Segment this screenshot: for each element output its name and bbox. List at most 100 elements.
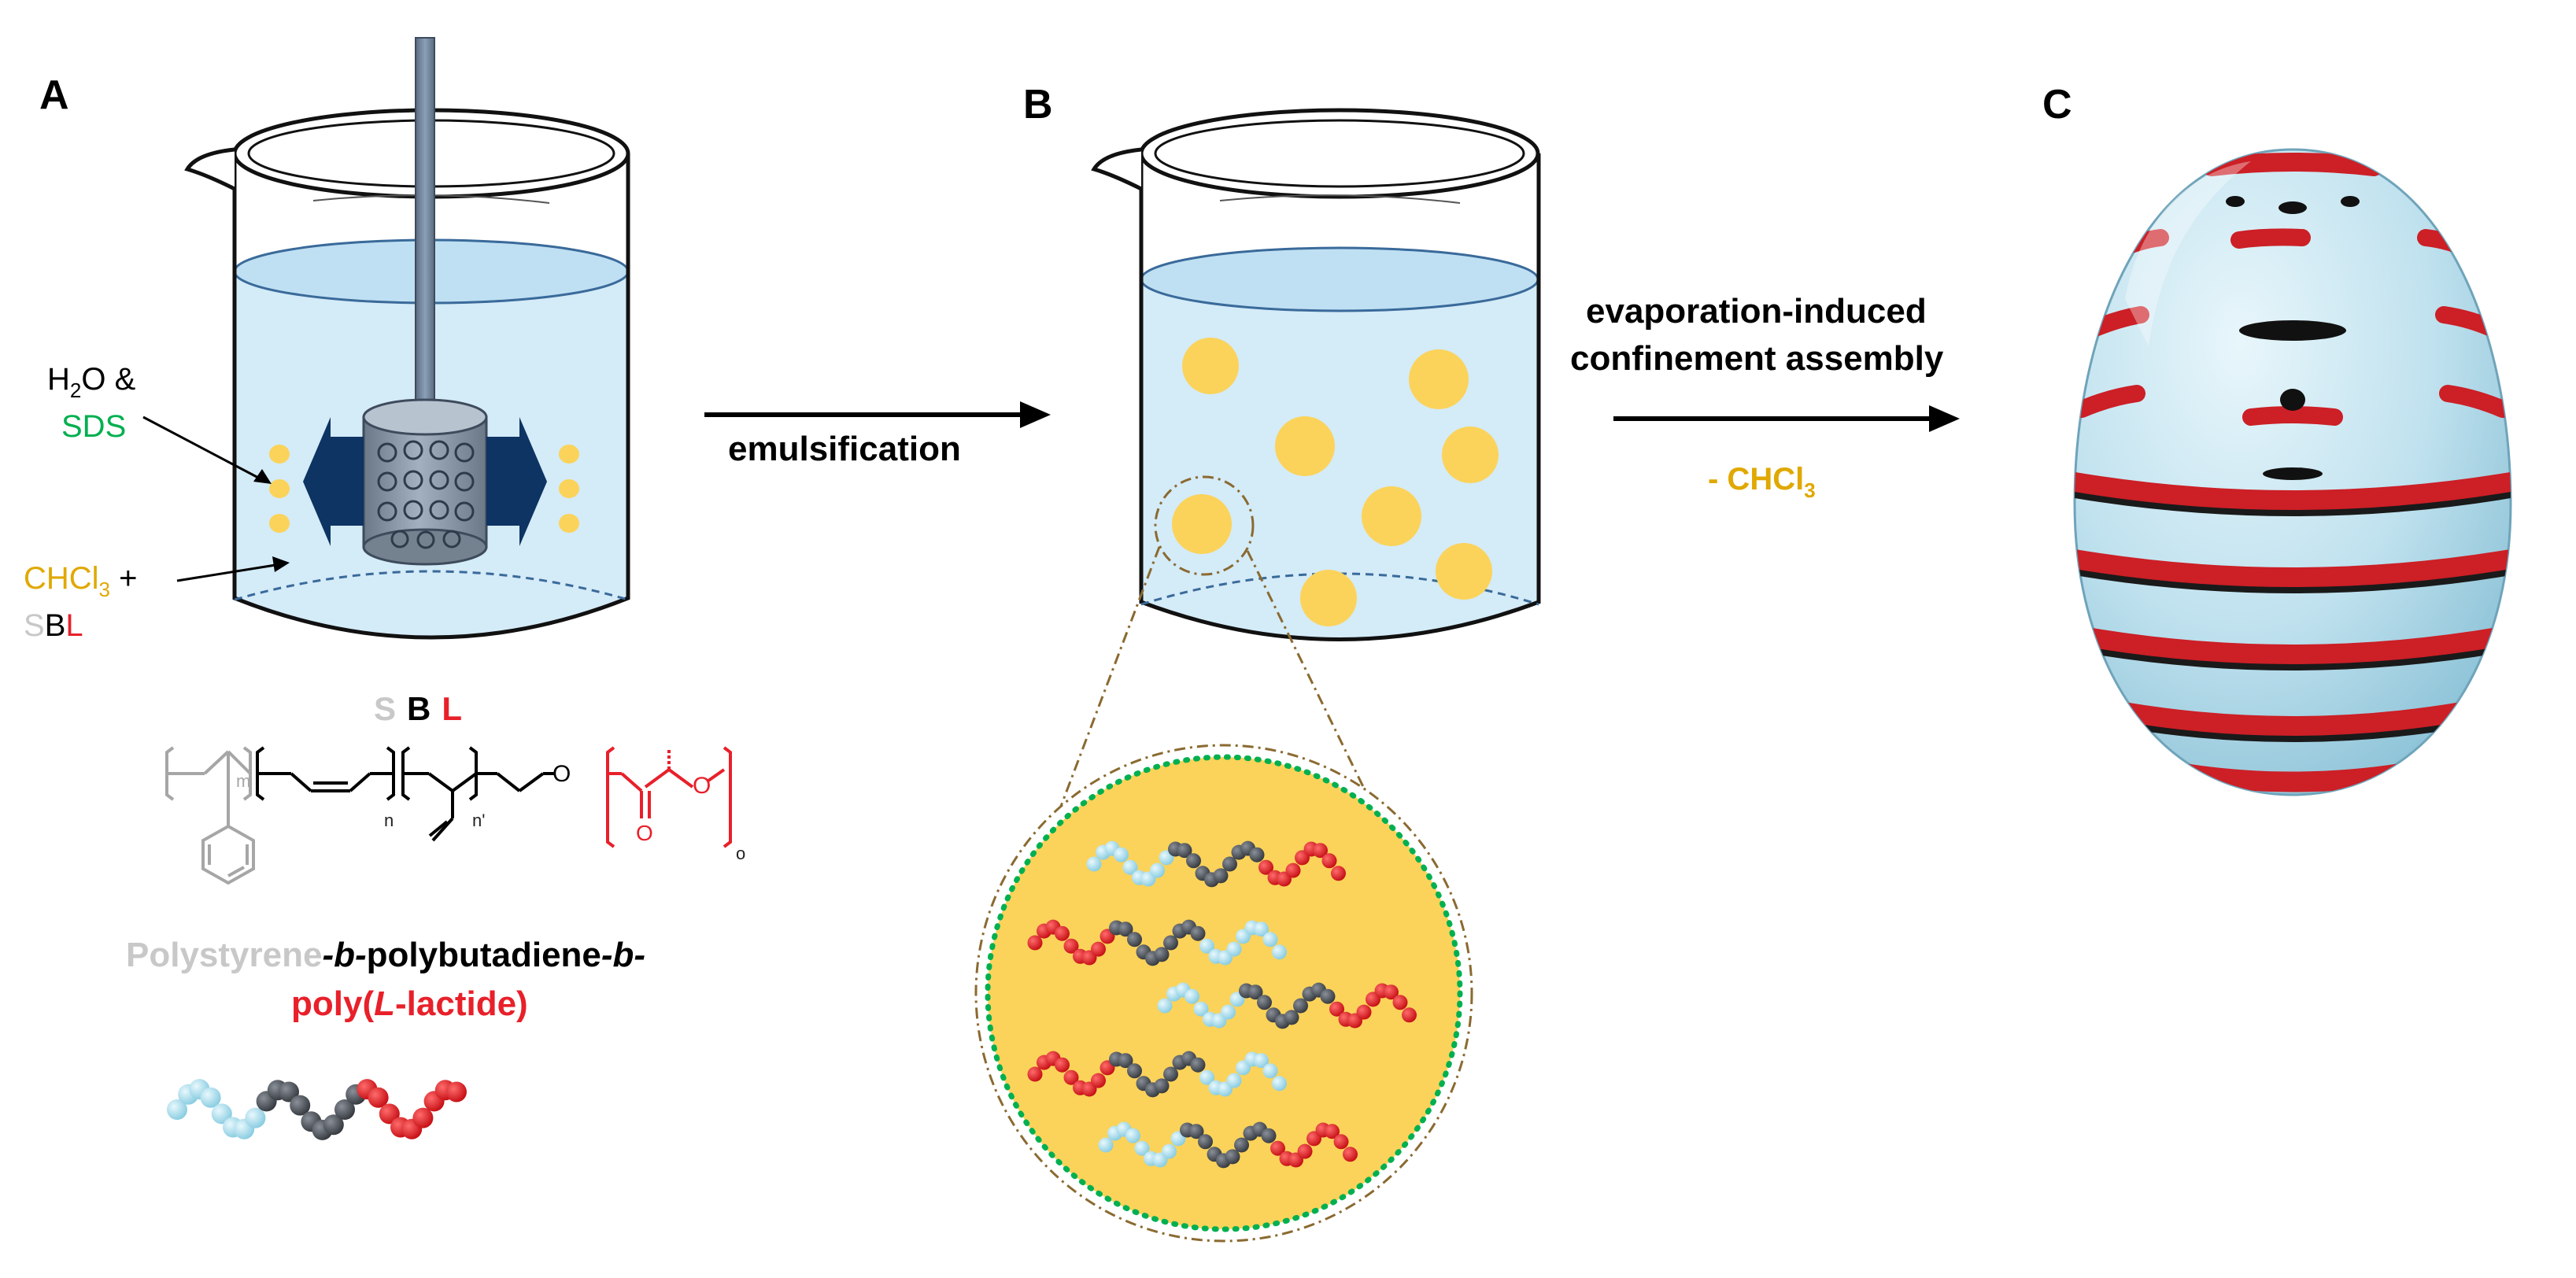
bead-s (1150, 862, 1165, 878)
removed-solvent-label: - CHCl3 (1708, 462, 1816, 502)
droplet-icon (1300, 570, 1357, 626)
droplet-icon (1362, 486, 1421, 546)
bead-chain (1027, 1051, 1287, 1098)
bead-b (1127, 1063, 1142, 1079)
zoom-chains (1027, 840, 1417, 1169)
chcl3-pointer-line (176, 563, 276, 582)
bead-l (412, 1107, 434, 1128)
bead-l (1343, 1147, 1358, 1162)
bead-l (1333, 1134, 1349, 1150)
emulsification-label: emulsification (728, 430, 961, 468)
bead-l (1258, 859, 1273, 875)
arrow-emulsification-head (1020, 401, 1051, 428)
sds-shell (985, 754, 1463, 1232)
sub-m: m (236, 771, 250, 791)
bead-b (1127, 932, 1142, 947)
beaker-a-bottom-dashed (234, 570, 629, 601)
polymer-name-line1: Polystyrene-b-polybutadiene-b- (126, 936, 645, 974)
bead-l (1331, 866, 1346, 881)
bead-chain (167, 1079, 467, 1140)
bead-l (1285, 862, 1301, 878)
bead-s (1262, 932, 1278, 947)
bead-l (1055, 925, 1070, 941)
bead-b (290, 1095, 311, 1116)
bead-chain (1157, 982, 1417, 1029)
bead-b (334, 1099, 355, 1120)
sbl-label: SBL (24, 608, 83, 643)
bead-b (1118, 1053, 1133, 1069)
bead-l (1027, 935, 1043, 951)
bead-l (379, 1103, 400, 1125)
bead-l (1063, 938, 1079, 954)
bead-s (1262, 1063, 1278, 1079)
water-label: H2O & (47, 362, 136, 402)
bead-chain (1098, 1121, 1358, 1169)
sds-pointer-head (253, 469, 272, 484)
bead-b (1225, 1149, 1240, 1165)
bead-b (1154, 1078, 1170, 1094)
bead-s (1272, 1076, 1287, 1091)
sds-pointer-line (142, 416, 261, 480)
sds-label: SDS (61, 409, 126, 444)
bead-b (1118, 922, 1133, 937)
bead-l (446, 1081, 467, 1103)
panel-label-c: C (2042, 82, 2072, 127)
arrow-left-icon (303, 417, 364, 546)
bead-s (1114, 847, 1129, 862)
bead-s (1098, 1137, 1114, 1153)
bead-s (1199, 1069, 1214, 1085)
bead-b (1247, 984, 1263, 1000)
polymer-name-line2: poly(L-lactide) (291, 984, 528, 1023)
stirrer-icon (362, 37, 488, 566)
bead-l (1063, 1069, 1079, 1085)
sub-o: o (736, 844, 745, 863)
bead-chain (1086, 840, 1346, 888)
evaporation-label-line1: evaporation-induced (1586, 292, 1927, 331)
bead-b (1261, 1128, 1277, 1143)
polymer-chain-icon (167, 1079, 467, 1140)
atom-o3: O (693, 773, 711, 799)
bead-l (1329, 1001, 1344, 1017)
bead-s (1157, 998, 1173, 1014)
bead-b (1249, 847, 1265, 862)
bead-s (167, 1099, 187, 1120)
bead-s (1254, 922, 1269, 937)
bead-l (1027, 1066, 1043, 1082)
arrow-right-icon (486, 417, 547, 546)
bead-l (1392, 995, 1408, 1010)
beaker-a-spout (184, 147, 236, 191)
bead-s (245, 1107, 266, 1128)
bead-s (1122, 859, 1138, 875)
bead-s (1125, 1128, 1140, 1143)
droplet-icon (1172, 494, 1232, 554)
bead-b (1177, 843, 1192, 859)
droplet-icon (1182, 338, 1239, 394)
bead-l (1055, 1057, 1070, 1073)
bead-b (1188, 1124, 1204, 1139)
bead-l (1297, 1143, 1313, 1159)
bead-chain (1027, 919, 1287, 966)
bead-l (368, 1087, 389, 1108)
bead-b (1293, 998, 1308, 1014)
panel-label-a: A (39, 72, 69, 118)
evaporation-label-line2: confinement assembly (1570, 339, 1944, 378)
bead-l (1091, 1073, 1106, 1088)
bead-b (1186, 853, 1201, 869)
bead-b (1320, 988, 1336, 1004)
chcl3-pointer-head (272, 556, 290, 572)
panel-label-b: B (1023, 82, 1053, 127)
droplets-b (1172, 338, 1499, 626)
bead-l (1321, 853, 1337, 869)
bead-s (1254, 1053, 1269, 1069)
atom-o2: O (636, 821, 653, 845)
bead-b (1190, 925, 1206, 941)
bead-s (200, 1087, 221, 1108)
bead-b (1284, 1010, 1299, 1025)
bead-l (1356, 1004, 1372, 1020)
bead-l (1402, 1007, 1417, 1023)
bead-b (1222, 856, 1237, 872)
bead-b (1213, 868, 1229, 884)
